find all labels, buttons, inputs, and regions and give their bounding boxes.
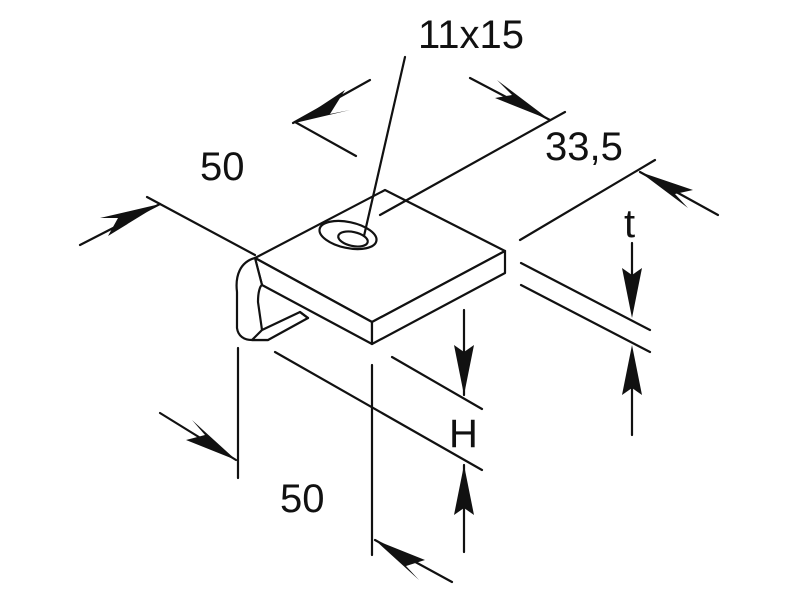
arrow-t-top (622, 268, 642, 318)
height-label: H (449, 412, 478, 456)
slot-hole-inner (337, 230, 369, 248)
bracket-bend (235, 256, 270, 342)
arrow-depth-far (640, 172, 693, 208)
width-bottom-label: 50 (280, 477, 325, 521)
bracket-part (235, 188, 507, 346)
arrow-width-bottom-left (186, 420, 236, 460)
arrow-depth-left (295, 90, 350, 123)
depth-label: 33,5 (545, 125, 623, 169)
arrow-depth-right (495, 80, 550, 120)
flange-edge (298, 310, 310, 320)
top-plate-right-edge (370, 249, 507, 346)
arrow-h-bottom (454, 465, 474, 515)
arrow-h-top (454, 345, 474, 395)
arrow-width-bottom-right (375, 540, 425, 580)
width-top-label: 50 (200, 145, 245, 189)
arrow-t-bottom (622, 345, 642, 395)
hole-size-label: 11x15 (418, 13, 524, 57)
thickness-label: t (624, 202, 635, 246)
arrowheads (100, 80, 693, 580)
arrow-width-top-left (100, 204, 160, 236)
